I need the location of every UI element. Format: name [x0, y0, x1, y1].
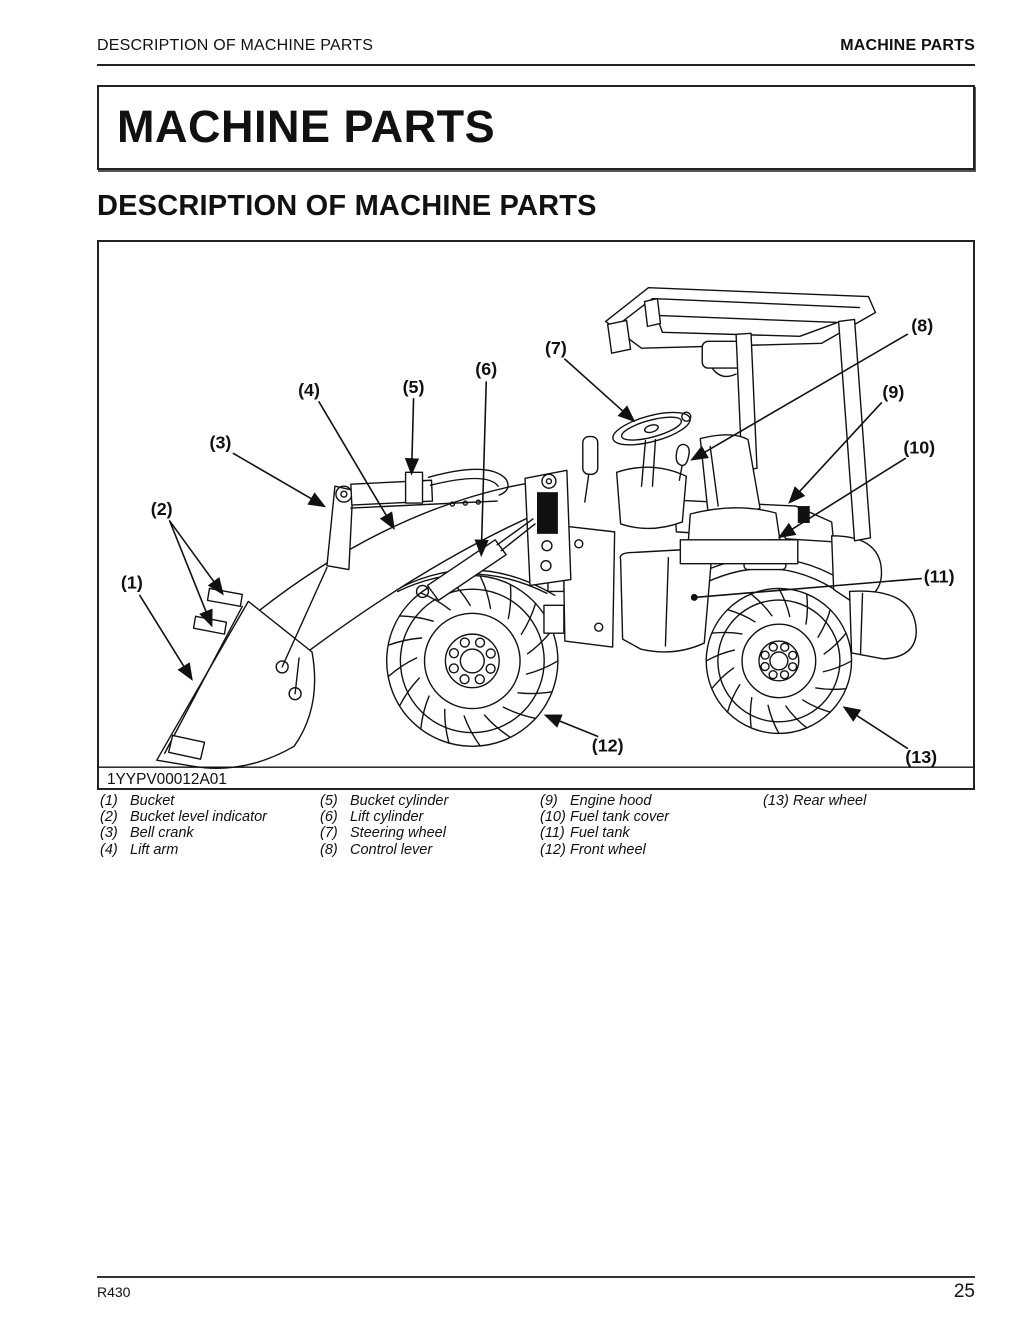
legend-item-label: Bell crank — [130, 825, 194, 842]
legend-item-8: (8) Control lever — [320, 842, 448, 858]
control-lever-drawing — [675, 443, 690, 481]
legend-column-3: (9) Engine hood (10)Fuel tank cover (11) F… — [540, 793, 669, 858]
callout-5: (5) — [403, 377, 425, 476]
dashboard-cowl-drawing — [615, 466, 688, 530]
seat-drawing — [679, 434, 799, 565]
legend-item-num: (4) — [100, 841, 118, 858]
legend-item-num: (5) — [320, 793, 338, 809]
callout-1: (1) — [121, 572, 193, 681]
callout-13: (13) — [842, 706, 937, 767]
callout-label-9: (9) — [882, 382, 904, 402]
callout-6: (6) — [474, 359, 497, 558]
callout-label-13: (13) — [905, 747, 937, 767]
legend-item-num: (6) — [320, 809, 338, 826]
legend-item-num: (7) — [320, 825, 338, 842]
chapter-title: MACHINE PARTS — [117, 101, 496, 152]
legend-column-2: (5) Bucket cylinder (6) Lift cylinder (7) S… — [320, 793, 448, 858]
section-heading: DESCRIPTION OF MACHINE PARTS — [97, 190, 597, 222]
callout-8: (8) — [690, 315, 933, 461]
callout-7: (7) — [545, 338, 636, 423]
callout-label-6: (6) — [475, 359, 497, 379]
legend-item-num: (11) — [540, 825, 565, 842]
legend-item-label: Fuel tank cover — [570, 809, 670, 826]
legend-item-9: (9) Engine hood — [540, 793, 669, 809]
bell-crank-drawing — [326, 485, 354, 571]
page-header: DESCRIPTION OF MACHINE PARTS MACHINE PAR… — [97, 30, 975, 66]
legend-item-num: (10) — [540, 809, 566, 826]
callout-label-4: (4) — [298, 380, 320, 400]
legend-item-7: (7) Steering wheel — [320, 825, 448, 841]
callout-3: (3) — [209, 433, 327, 508]
legend-item-num: (9) — [540, 793, 558, 809]
legend-item-num: (13) — [763, 793, 789, 809]
legend-item-11: (11) Fuel tank — [540, 825, 669, 841]
callout-label-11: (11) — [924, 567, 955, 587]
callout-11: (11) — [690, 567, 955, 601]
parts-legend: (1) Bucket (2) Bucket level indicator (3) B… — [97, 793, 975, 863]
steering-wheel-drawing — [612, 411, 692, 487]
legend-item-label: Bucket level indicator — [130, 809, 268, 826]
callout-2: (2) — [151, 499, 224, 628]
callout-label-7: (7) — [545, 338, 567, 358]
rear-wheel-drawing — [705, 587, 853, 735]
legend-item-3: (3) Bell crank — [100, 825, 267, 841]
legend-item-label: Engine hood — [570, 793, 652, 809]
figure-image-id: 1YYPV00012A01 — [107, 771, 227, 788]
legend-item-num: (1) — [100, 793, 118, 809]
chapter-title-box: MACHINE PARTS — [97, 85, 975, 170]
legend-item-num: (12) — [540, 841, 566, 858]
bucket-drawing — [156, 566, 328, 769]
callout-label-8: (8) — [911, 315, 933, 335]
canopy-drawing — [604, 286, 877, 542]
legend-column-4: (13)Rear wheel — [763, 793, 866, 809]
wheel-loader-diagram: 1YYPV00012A01 (1) (2) (3) (4) — [99, 286, 973, 788]
legend-item-label: Control lever — [350, 841, 433, 858]
lift-arm-drawing — [257, 469, 572, 660]
legend-item-num: (3) — [100, 825, 118, 842]
callout-12: (12) — [543, 714, 624, 755]
callout-label-10: (10) — [903, 437, 935, 457]
legend-item-12: (12)Front wheel — [540, 842, 669, 858]
legend-item-6: (6) Lift cylinder — [320, 809, 448, 825]
legend-item-label: Bucket — [130, 793, 175, 809]
legend-item-num: (8) — [320, 841, 338, 858]
legend-item-2: (2) Bucket level indicator — [100, 809, 267, 825]
legend-item-13: (13)Rear wheel — [763, 793, 866, 809]
legend-item-4: (4) Lift arm — [100, 842, 267, 858]
parts-diagram-frame: 1YYPV00012A01 (1) (2) (3) (4) — [97, 240, 975, 790]
legend-item-10: (10)Fuel tank cover — [540, 809, 669, 825]
legend-item-1: (1) Bucket — [100, 793, 267, 809]
counterweight-drawing — [848, 590, 917, 660]
callout-9: (9) — [788, 382, 904, 504]
bucket-cylinder-drawing — [350, 468, 509, 509]
callout-label-12: (12) — [592, 735, 624, 755]
footer-model-code: R430 — [97, 1284, 131, 1300]
callout-4: (4) — [298, 380, 395, 530]
legend-column-1: (1) Bucket (2) Bucket level indicator (3) B… — [100, 793, 267, 858]
footer-page-number: 25 — [953, 1281, 975, 1302]
legend-item-5: (5) Bucket cylinder — [320, 793, 448, 809]
legend-item-label: Steering wheel — [350, 825, 446, 842]
front-wheel-drawing — [385, 574, 559, 748]
page-footer: R430 25 — [97, 1276, 975, 1302]
mirror-drawing — [582, 435, 599, 503]
header-section-title: DESCRIPTION OF MACHINE PARTS — [97, 37, 374, 54]
legend-item-label: Lift arm — [130, 841, 179, 858]
legend-item-label: Lift cylinder — [350, 809, 424, 826]
header-chapter-title: MACHINE PARTS — [840, 37, 975, 54]
legend-item-label: Fuel tank — [570, 825, 630, 842]
callout-label-3: (3) — [209, 433, 231, 453]
callout-label-1: (1) — [121, 572, 143, 592]
legend-item-label: Rear wheel — [793, 793, 867, 809]
legend-item-label: Bucket cylinder — [350, 793, 449, 809]
callout-label-2: (2) — [151, 499, 173, 519]
legend-item-num: (2) — [100, 809, 118, 826]
callout-label-5: (5) — [403, 377, 425, 397]
callout-10: (10) — [777, 437, 935, 539]
legend-item-label: Front wheel — [570, 841, 646, 858]
